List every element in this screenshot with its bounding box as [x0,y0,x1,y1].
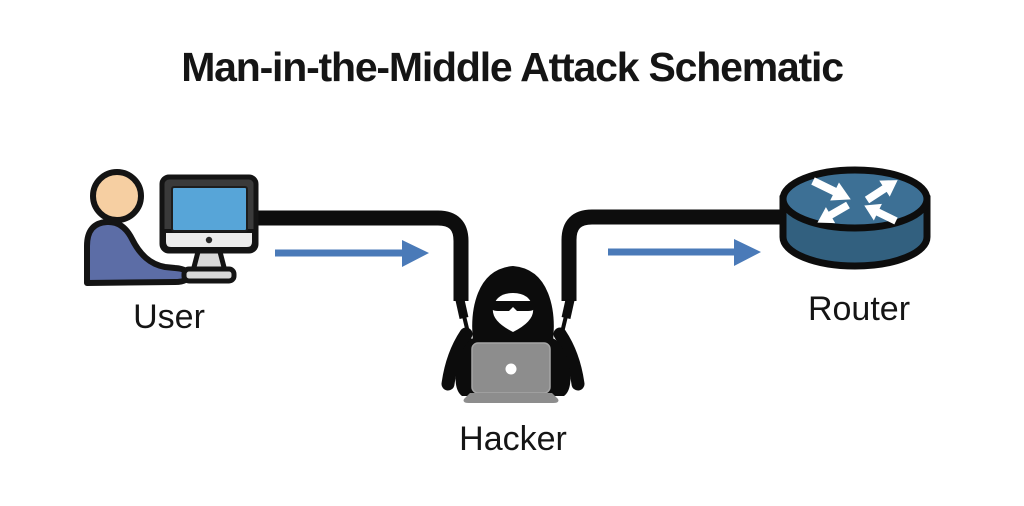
person-head [90,169,144,223]
router-icon [779,166,931,270]
hacker-right-arm [553,327,585,391]
monitor-screen [171,186,248,232]
sunglasses-icon [490,301,536,311]
router-arrow-out-topright [864,180,898,204]
monitor-stand-base [181,266,237,284]
flow-arrow-user-to-hacker [275,240,429,267]
flow-arrow-shape [275,240,429,267]
laptop-base [463,393,559,403]
flow-arrow-hacker-to-router [608,239,761,266]
cable-right-run [561,209,790,301]
hacker-icon [441,266,585,403]
router-arrow-in-bottomright [864,203,898,225]
hacker-left-arm [441,327,473,391]
flow-arrow-shape [608,239,761,266]
user-icon [84,169,259,286]
router-arrow-in-topleft [811,177,851,201]
router-arrow-out-bottomleft [817,201,850,224]
laptop-logo-dot [505,363,517,375]
cable-user-to-hacker [250,210,472,343]
monitor-dot [205,236,213,244]
hacker-label: Hacker [459,420,567,458]
router-body-top [779,166,931,232]
diagram-title: Man-in-the-Middle Attack Schematic [181,44,844,90]
router-label: Router [807,290,911,328]
cable-left-run [250,210,469,301]
user-label: User [133,298,205,336]
cable-hacker-to-router [558,209,790,343]
router-arrows [811,177,898,225]
